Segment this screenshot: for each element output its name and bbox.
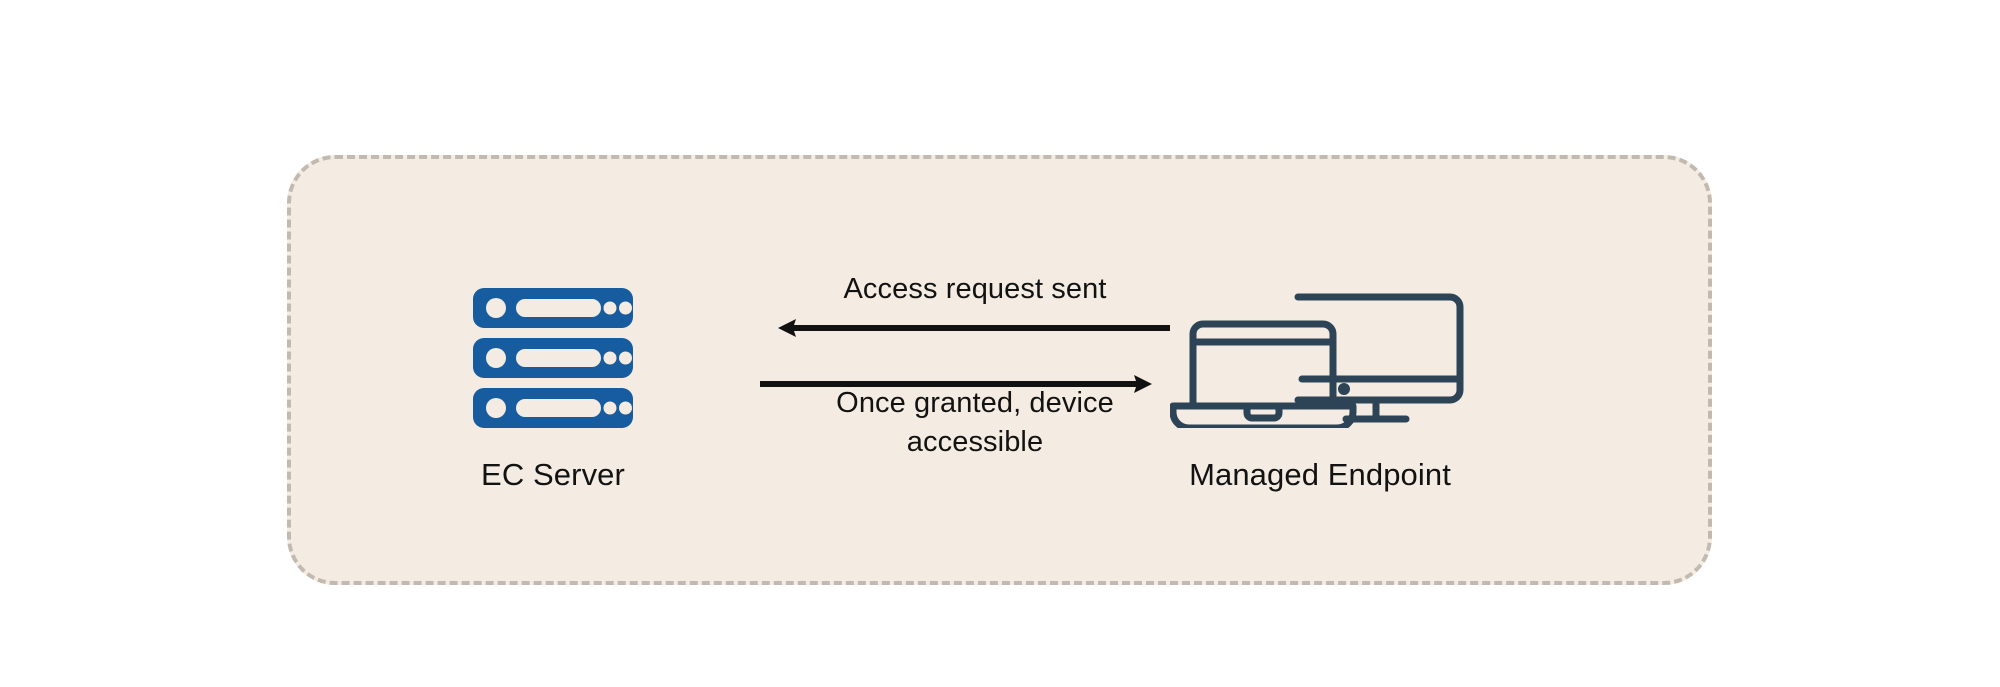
monitor-power-dot-icon	[1338, 383, 1350, 395]
server-rack-icon	[473, 288, 633, 433]
node-ec-server[interactable]: EC Server	[398, 288, 708, 490]
flow-caption-line-1: Once granted, device	[836, 387, 1114, 419]
node-label-managed-endpoint: Managed Endpoint	[1189, 457, 1451, 492]
flow-caption-line-2: accessible	[906, 426, 1044, 458]
arrow-right-to-left-icon	[760, 316, 1170, 345]
flow-group: Access request sent Once granted, device…	[760, 270, 1190, 530]
flow-caption-device-accessible: Once granted, device accessible	[760, 384, 1190, 462]
laptop-and-monitor-icon	[1169, 288, 1470, 433]
arrow-left-to-right-icon	[760, 372, 1170, 401]
node-label-ec-server: EC Server	[481, 457, 625, 492]
node-managed-endpoint[interactable]: Managed Endpoint	[1100, 288, 1540, 490]
flow-caption-access-request: Access request sent	[843, 273, 1107, 305]
